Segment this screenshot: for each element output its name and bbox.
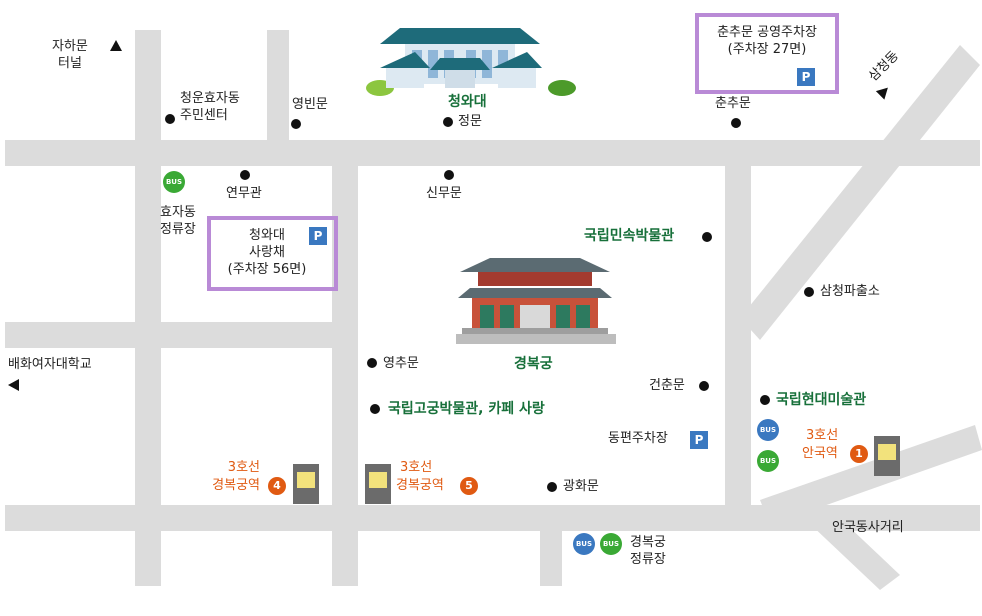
subway-exit-4-icon	[293, 464, 319, 504]
road-col-5	[725, 150, 751, 530]
label-baehwa-univ: 배화여자대학교	[8, 357, 92, 372]
marker-yeongbinmun	[291, 119, 301, 129]
subway-line-label: 3호선	[806, 428, 839, 443]
landmark-mmca: 국립현대미술관	[776, 392, 867, 408]
label-police-box: 삼청파출소	[820, 284, 880, 299]
bus-icon: BUS	[757, 450, 779, 472]
bus-icon: BUS	[163, 171, 185, 193]
label-geonchunmun: 건춘문	[649, 378, 685, 393]
subway-line-label: 3호선	[227, 460, 260, 475]
marker-sinmumun	[444, 170, 454, 180]
label-anguk-intersection: 안국동사거리	[832, 520, 904, 535]
marker-folk-museum	[702, 232, 712, 242]
marker-gwanghwamun	[547, 482, 557, 492]
landmark-folk-museum: 국립민속박물관	[584, 228, 675, 244]
bus-icon: BUS	[757, 419, 779, 441]
subway-exit-number: 1	[850, 445, 868, 463]
marker-yeongchumun	[367, 358, 377, 368]
marker-jeongmun	[443, 117, 453, 127]
marker-community-center	[165, 114, 175, 124]
cheongwadae-illustration	[366, 28, 576, 96]
label-dongpyeon-parking: 동편주차장	[608, 431, 668, 446]
bus-icon: BUS	[573, 533, 595, 555]
road-col-3	[332, 150, 358, 586]
label-yeongchumun: 영추문	[383, 356, 419, 371]
parking-icon: P	[797, 68, 815, 86]
label-yeongbinmun: 영빈문	[292, 97, 328, 112]
sarangchae-parking-box	[207, 216, 338, 291]
gyeongbokgung-illustration	[456, 258, 616, 344]
label-yeonmugwan: 연무관	[226, 186, 262, 201]
road-col-2	[267, 30, 289, 142]
bus-icon: BUS	[600, 533, 622, 555]
marker-geonchunmun	[699, 381, 709, 391]
marker-yeonmugwan	[240, 170, 250, 180]
marker-mmca	[760, 395, 770, 405]
parking-icon: P	[309, 227, 327, 245]
label-jahamun-tunnel: 자하문 터널	[52, 39, 88, 71]
subway-exit-number: 4	[268, 477, 286, 495]
label-sinmumun: 신무문	[426, 186, 462, 201]
parking-icon: P	[690, 431, 708, 449]
subway-exit-number: 5	[460, 477, 478, 495]
marker-chunchumun	[731, 118, 741, 128]
label-chunchumun-parking: 춘추문 공영주차장 (주차장 27면)	[717, 25, 817, 57]
road-col-1	[135, 30, 161, 586]
subway-exit-1-icon	[874, 436, 900, 476]
marker-palace-museum	[370, 404, 380, 414]
label-community-center-line1: 청운효자동 주민센터	[180, 91, 240, 123]
label-chunchumun: 춘추문	[715, 96, 751, 111]
subway-line-label: 3호선	[400, 460, 433, 475]
subway-station-label: 경복궁역	[396, 478, 444, 493]
marker-police-box	[804, 287, 814, 297]
road-top-horizontal	[5, 140, 980, 166]
landmark-gyeongbokgung: 경복궁	[514, 356, 553, 372]
road-west-horizontal	[5, 322, 355, 348]
label-jeongmun: 정문	[458, 114, 482, 129]
road-col-4	[540, 520, 562, 586]
landmark-cheongwadae: 청와대	[448, 94, 487, 110]
arrow-up-icon	[110, 40, 122, 51]
label-gyeongbokgung-busstop: 경복궁 정류장	[630, 535, 666, 567]
subway-station-label: 경복궁역	[212, 478, 260, 493]
label-sarangchae-parking: 청와대 사랑채 (주차장 56면)	[227, 228, 307, 277]
arrow-left-icon	[8, 379, 19, 391]
landmark-palace-museum: 국립고궁박물관, 카페 사랑	[388, 401, 545, 417]
road-anguk-diagonal-se	[790, 490, 900, 590]
road-samcheong-diagonal	[740, 45, 980, 340]
chunchumun-parking-box	[695, 13, 839, 94]
subway-station-label: 안국역	[802, 446, 838, 461]
label-gwanghwamun: 광화문	[563, 479, 599, 494]
subway-exit-5-icon	[365, 464, 391, 504]
label-hyojadong-busstop: 효자동 정류장	[160, 205, 196, 237]
